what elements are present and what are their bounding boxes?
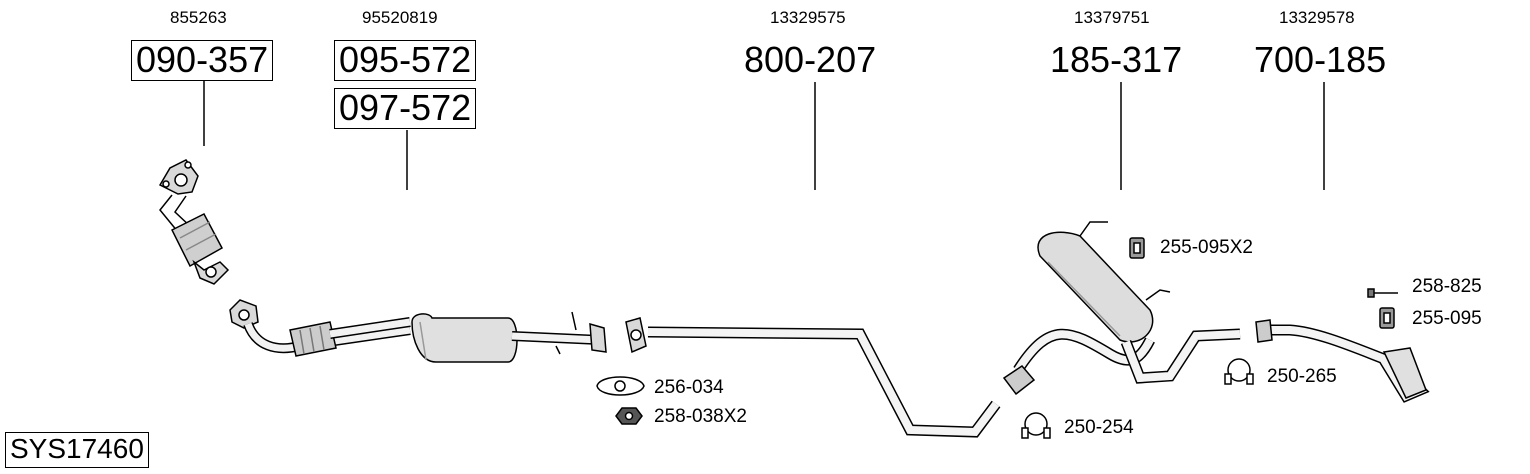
part-number-label[interactable]: 095-572 [334,40,477,81]
clamp-icon [1224,358,1254,385]
rubber-hanger-icon [1129,237,1145,259]
intermediate-pipe-part [625,317,1001,438]
clamp-icon [1021,412,1051,439]
part-number-label[interactable]: 185-317 [1050,39,1183,80]
manifold-catalyst-part [158,159,230,285]
part-number-label[interactable]: 800-207 [744,39,877,80]
accessory-label-gasket[interactable]: 256-034 [654,377,724,398]
nut-icon [615,407,643,425]
front-pipe-part [229,299,607,363]
accessory-label-clamp[interactable]: 250-254 [1064,417,1134,438]
accessory-label-rubber-hanger[interactable]: 255-095X2 [1160,237,1253,258]
oem-number: 95520819 [362,8,438,27]
oem-number: 13379751 [1074,8,1150,27]
gasket-icon [596,376,645,396]
rear-silencer-part [1002,221,1241,396]
accessory-label-rubber-hanger[interactable]: 255-095 [1412,308,1482,329]
tail-pipe-part [1255,319,1430,403]
system-id-label: SYS17460 [5,432,149,468]
part-number-label[interactable]: 090-357 [131,40,274,81]
part-number-label[interactable]: 097-572 [334,88,477,129]
bolt-icon [1367,288,1398,298]
accessory-label-nut[interactable]: 258-038X2 [654,406,747,427]
oem-number: 13329578 [1279,8,1355,27]
rubber-hanger-icon [1379,307,1395,329]
accessory-label-clamp[interactable]: 250-265 [1267,366,1337,387]
part-number-label[interactable]: 700-185 [1254,39,1387,80]
oem-number: 13329575 [770,8,846,27]
accessory-label-bolt[interactable]: 258-825 [1412,276,1482,297]
oem-number: 855263 [170,8,227,27]
